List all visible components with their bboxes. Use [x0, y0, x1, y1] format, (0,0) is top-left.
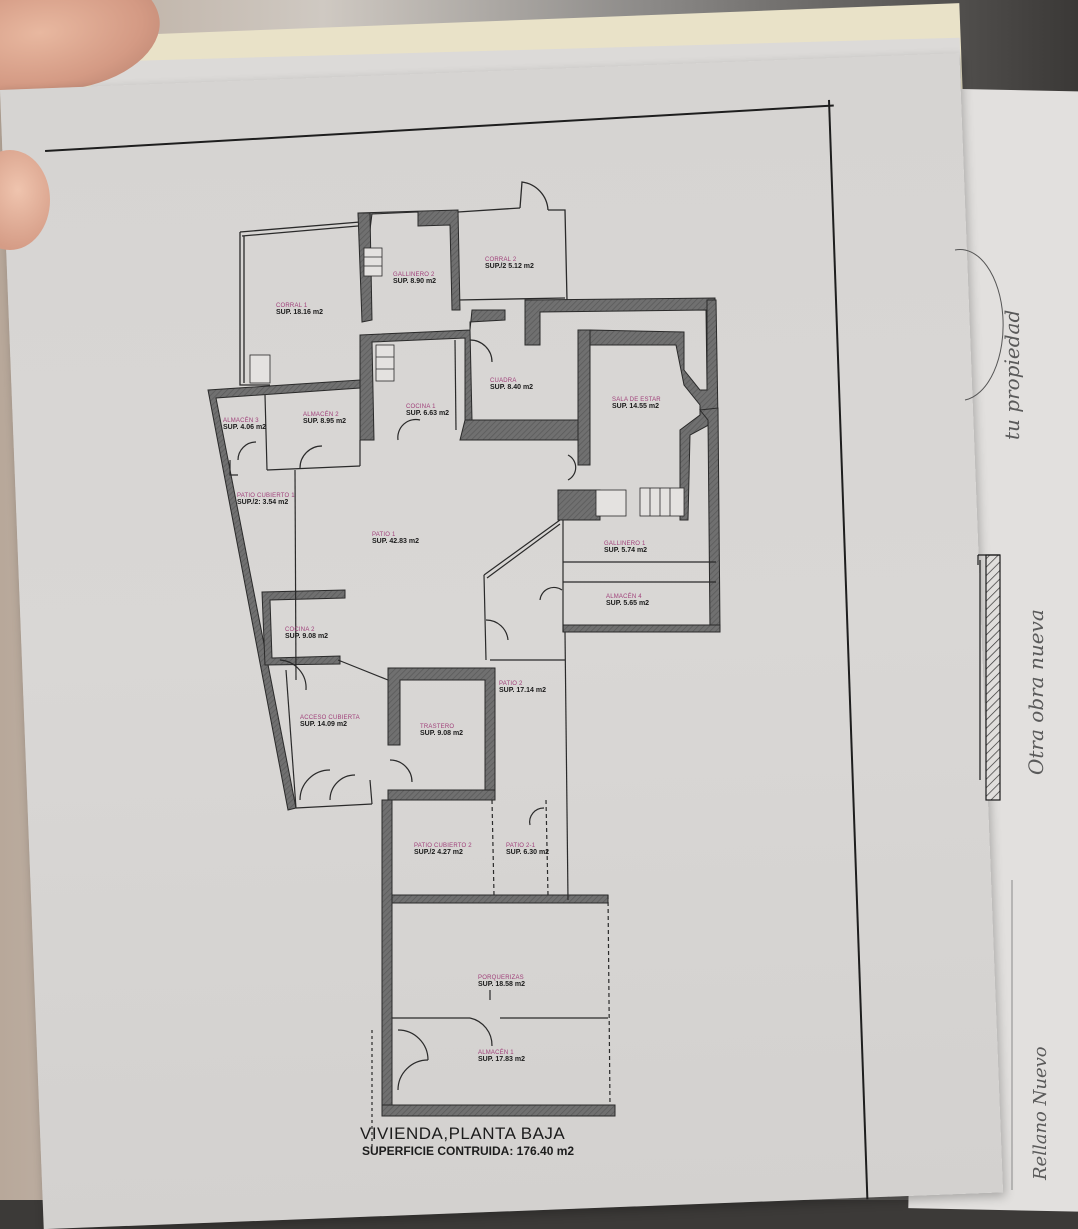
room-area: SUP. 18.16 m2	[276, 309, 323, 317]
room-name: CORRAL 1	[276, 303, 308, 309]
room-name: GALLINERO 1	[604, 541, 646, 547]
handwritten-note-bottom: Rellano Nuevo	[1030, 1046, 1051, 1180]
room-patio-cubierto-2: PATIO CUBIERTO 2 SUP./2 4.27 m2	[414, 843, 472, 857]
room-acceso-cubierta: ACCESO CUBIERTA SUP. 14.09 m2	[300, 715, 360, 729]
handwritten-note-propiedad: tu propiedad	[1000, 309, 1024, 440]
room-name: ALMACÉN 2	[303, 412, 339, 418]
room-gallinero-2: GALLINERO 2 SUP. 8.90 m2	[393, 272, 436, 286]
room-area: SUP. 17.83 m2	[478, 1056, 525, 1064]
room-cocina-2: COCINA 2 SUP. 9.08 m2	[285, 627, 328, 641]
room-sala-de-estar: SALA DE ESTAR SUP. 14.55 m2	[612, 397, 661, 411]
room-area: SUP. 17.14 m2	[499, 687, 546, 695]
room-name: PORQUERIZAS	[478, 975, 524, 981]
room-name: PATIO CUBIERTO 2	[414, 843, 472, 849]
room-patio-2-1: PATIO 2-1 SUP. 6.30 m2	[506, 843, 549, 857]
room-area: SUP. 9.08 m2	[420, 730, 464, 738]
room-area: SUP. 8.95 m2	[303, 418, 347, 426]
room-area: SUP./2 5.12 m2	[485, 263, 534, 271]
room-area: SUP. 14.09 m2	[300, 721, 347, 729]
room-area: SUP./2 4.27 m2	[414, 849, 463, 857]
room-area: SUP. 42.83 m2	[372, 538, 419, 546]
handwritten-note-otra-obra: Otra obra nueva	[1024, 609, 1048, 775]
room-name: GALLINERO 2	[393, 272, 435, 278]
room-almacen-2: ALMACÉN 2 SUP. 8.95 m2	[303, 412, 346, 426]
room-name: COCINA 1	[406, 404, 436, 410]
room-area: SUP. 18.58 m2	[478, 981, 525, 989]
room-corral-2: CORRAL 2 SUP./2 5.12 m2	[485, 257, 534, 271]
room-name: PATIO 2-1	[506, 843, 536, 849]
room-area: SUP. 5.65 m2	[606, 600, 650, 608]
room-area: SUP. 6.63 m2	[406, 410, 450, 418]
room-corral-1: CORRAL 1 SUP. 18.16 m2	[276, 303, 323, 317]
room-patio-1: PATIO 1 SUP. 42.83 m2	[372, 532, 419, 546]
room-name: PATIO CUBIERTO 1	[237, 493, 295, 499]
room-name: ACCESO CUBIERTA	[300, 715, 360, 721]
room-area: SUP. 6.30 m2	[506, 849, 550, 857]
room-trastero: TRASTERO SUP. 9.08 m2	[420, 724, 463, 738]
room-name: ALMACÉN 1	[478, 1050, 514, 1056]
room-name: COCINA 2	[285, 627, 315, 633]
room-patio-2: PATIO 2 SUP. 17.14 m2	[499, 681, 546, 695]
room-almacen-1: ALMACÉN 1 SUP. 17.83 m2	[478, 1050, 525, 1064]
room-area: SUP. 4.06 m2	[223, 424, 267, 432]
room-porquerizas: PORQUERIZAS SUP. 18.58 m2	[478, 975, 525, 989]
room-cuadra: CUADRA SUP. 8.40 m2	[490, 378, 533, 392]
room-area: SUP. 5.74 m2	[604, 547, 648, 555]
room-name: ALMACÉN 3	[223, 418, 259, 424]
room-area: SUP. 14.55 m2	[612, 403, 659, 411]
drawing-title-block: VIVIENDA,PLANTA BAJA SUPERFICIE CONTRUID…	[360, 1124, 574, 1158]
room-area: SUP. 8.40 m2	[490, 384, 534, 392]
built-area-summary: SUPERFICIE CONTRUIDA: 176.40 m2	[362, 1144, 575, 1158]
room-gallinero-1: GALLINERO 1 SUP. 5.74 m2	[604, 541, 647, 555]
room-name: SALA DE ESTAR	[612, 397, 661, 403]
room-almacen-3: ALMACÉN 3 SUP. 4.06 m2	[223, 418, 266, 432]
drawing-title: VIVIENDA,PLANTA BAJA	[360, 1124, 566, 1143]
floor-plan: CORRAL 1 SUP. 18.16 m2 GALLINERO 2 SUP. …	[207, 181, 1051, 1190]
room-name: PATIO 1	[372, 532, 396, 538]
room-name: CUADRA	[490, 378, 517, 384]
room-patio-cubierto-1: PATIO CUBIERTO 1 SUP./2: 3.54 m2	[237, 493, 295, 507]
floor-plan-drawing	[207, 181, 1013, 1190]
room-cocina-1: COCINA 1 SUP. 6.63 m2	[406, 404, 449, 418]
room-name: PATIO 2	[499, 681, 523, 687]
room-almacen-4: ALMACÉN 4 SUP. 5.65 m2	[606, 594, 649, 608]
room-name: TRASTERO	[420, 724, 455, 730]
room-name: ALMACÉN 4	[606, 594, 642, 600]
room-area: SUP./2: 3.54 m2	[237, 499, 289, 507]
room-area: SUP. 8.90 m2	[393, 278, 437, 286]
room-area: SUP. 9.08 m2	[285, 633, 329, 641]
room-name: CORRAL 2	[485, 257, 517, 263]
